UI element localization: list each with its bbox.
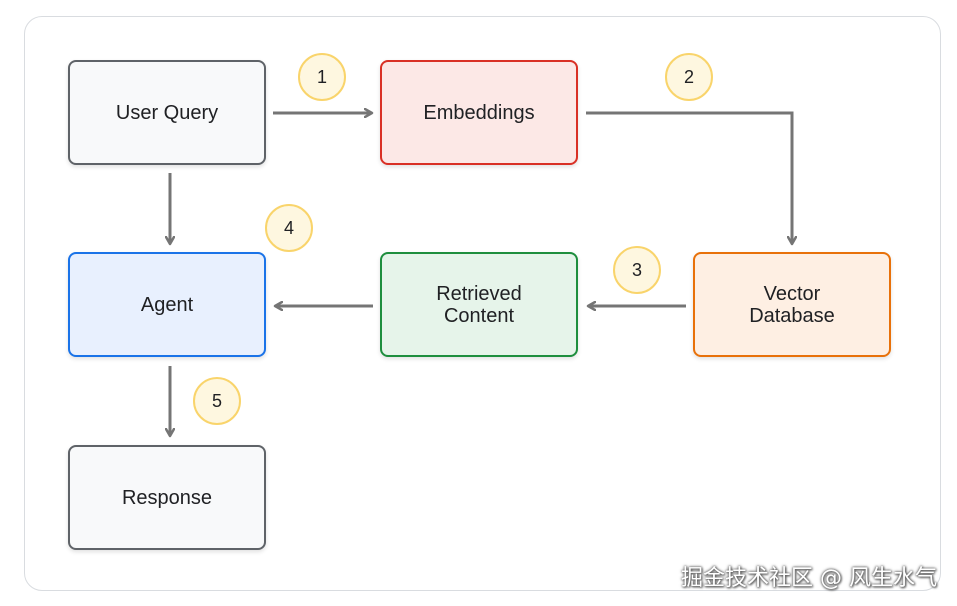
node-embeddings: Embeddings	[380, 60, 578, 165]
step-badge-4: 4	[265, 204, 313, 252]
node-agent: Agent	[68, 252, 266, 357]
step-badge-5: 5	[193, 377, 241, 425]
node-user-query: User Query	[68, 60, 266, 165]
node-vector-database: Vector Database	[693, 252, 891, 357]
arrow-embeddings-to-vector-database	[586, 111, 792, 244]
node-retrieved-content: Retrieved Content	[380, 252, 578, 357]
step-badge-3: 3	[613, 246, 661, 294]
watermark: 掘金技术社区 @ 风生水气	[681, 566, 937, 591]
step-badge-1: 1	[298, 53, 346, 101]
node-response: Response	[68, 445, 266, 550]
step-badge-2: 2	[665, 53, 713, 101]
